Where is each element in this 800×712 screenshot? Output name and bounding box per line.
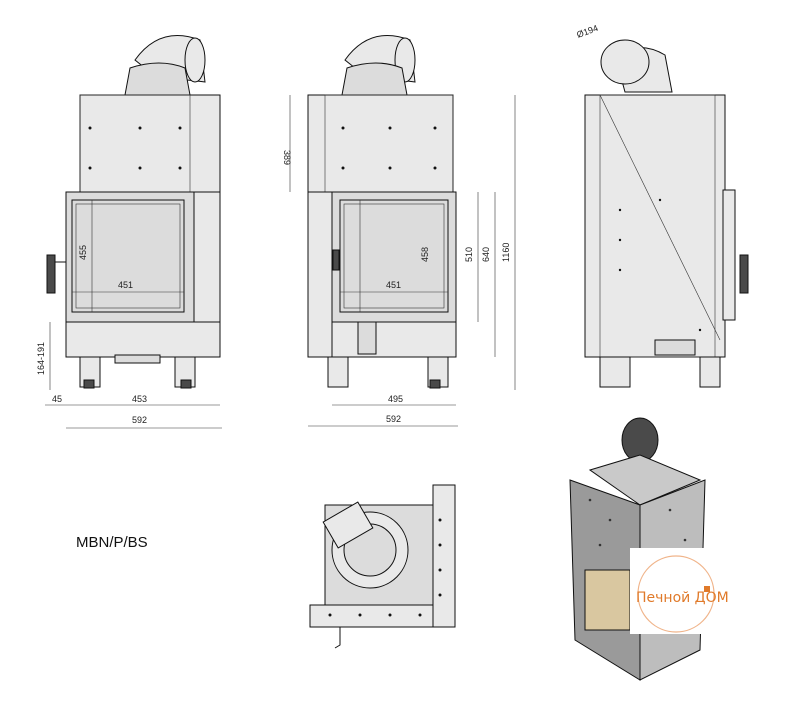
front-flue-collar (124, 62, 191, 96)
dim-side-opening-height: 640 (481, 247, 491, 262)
dim-front-offset: 45 (52, 394, 62, 404)
dim-side-width-inner: 495 (388, 394, 403, 404)
top-view (309, 484, 456, 649)
side-view: 389 458 451 510 640 1160 495 592 (282, 35, 516, 427)
logo-text: Печной ДОМ (636, 590, 729, 606)
dim-side-total-height: 1160 (501, 243, 511, 262)
dim-side-glass-width: 451 (386, 280, 401, 290)
side-door-frame (331, 191, 457, 323)
logo-circle-icon (637, 555, 715, 633)
dim-front-glass-height: 455 (78, 245, 88, 260)
front-view: 455 451 164-191 45 453 592 (36, 35, 222, 429)
right-flue-mouth (600, 39, 650, 85)
front-flue-mouth (184, 37, 206, 83)
dim-flue-diameter: Ø194 (575, 23, 599, 40)
dim-front-width-inner: 453 (132, 394, 147, 404)
front-handle (46, 254, 56, 294)
right-view: Ø194 (575, 23, 749, 388)
dim-side-top-height: 389 (282, 150, 292, 165)
dim-front-glass-width: 451 (118, 280, 133, 290)
dim-side-glass-height: 458 (420, 247, 430, 262)
dim-side-door-height: 510 (464, 247, 474, 262)
dim-front-legs: 164-191 (36, 342, 46, 375)
brand-logo: Печной ДОМ (630, 548, 730, 634)
model-label: MBN/P/BS (76, 534, 148, 551)
front-door-frame (65, 191, 195, 323)
front-glass (71, 199, 185, 313)
front-top-casing (79, 94, 221, 196)
dim-front-width-total: 592 (132, 415, 147, 425)
dim-side-width-total: 592 (386, 414, 401, 424)
